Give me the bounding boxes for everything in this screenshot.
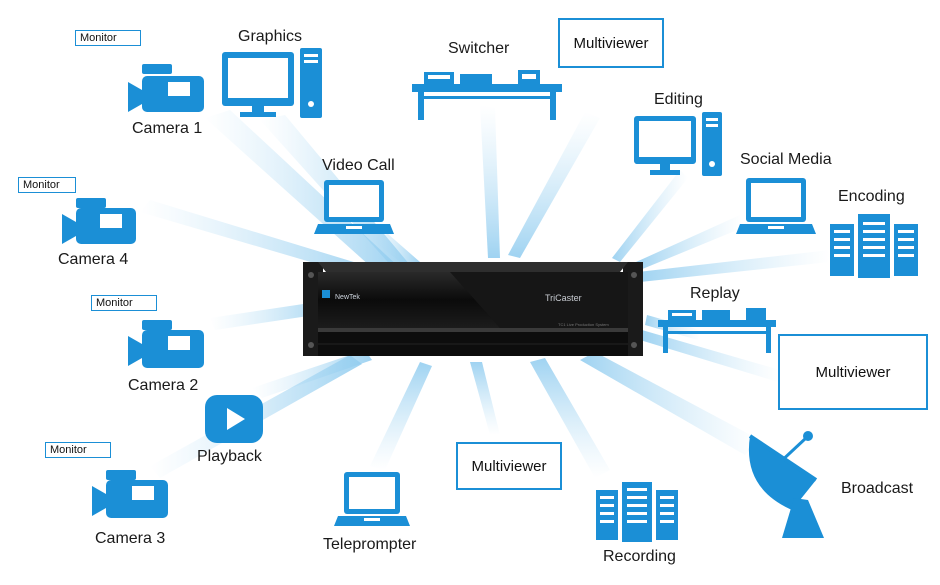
broadcast-label: Broadcast bbox=[841, 480, 914, 497]
replay-label: Replay bbox=[690, 285, 740, 302]
social-media-label: Social Media bbox=[740, 151, 832, 168]
multiviewer-bottom-box: Multiviewer bbox=[456, 442, 562, 490]
editing-computer-icon bbox=[634, 112, 722, 176]
video-call-laptop-icon bbox=[314, 180, 394, 234]
editing-label: Editing bbox=[654, 91, 703, 108]
graphics-label: Graphics bbox=[238, 28, 303, 45]
camera-3-monitor-box: Monitor bbox=[45, 442, 111, 458]
beam-encoding bbox=[638, 250, 830, 282]
camera-4-label: Camera 4 bbox=[58, 251, 129, 268]
device-subtitle-label: TC1 Live Production System bbox=[558, 322, 609, 327]
graphics-computer-icon bbox=[222, 48, 322, 118]
playback-play-button-icon bbox=[205, 395, 263, 443]
beam-multiviewer-top bbox=[508, 112, 600, 258]
beam-video-call bbox=[370, 234, 420, 266]
playback-label: Playback bbox=[197, 448, 262, 465]
broadcast-satellite-dish-icon bbox=[748, 431, 824, 538]
camera-4-icon bbox=[62, 198, 136, 244]
tricaster-device bbox=[303, 262, 643, 356]
beam-multiviewer-bottom bbox=[470, 362, 500, 435]
teleprompter-label: Teleprompter bbox=[323, 536, 417, 553]
camera-2-icon bbox=[128, 320, 204, 368]
replay-desk-icon bbox=[658, 308, 776, 353]
switcher-label: Switcher bbox=[448, 40, 510, 57]
beam-switcher bbox=[480, 105, 500, 258]
recording-label: Recording bbox=[603, 548, 676, 565]
beam-multiviewer-right bbox=[640, 330, 780, 382]
teleprompter-laptop-icon bbox=[334, 472, 410, 526]
multiviewer-right-box: Multiviewer bbox=[778, 334, 928, 410]
beam-recording bbox=[530, 358, 610, 478]
camera-2-label: Camera 2 bbox=[128, 377, 199, 394]
beam-playback bbox=[252, 350, 372, 398]
device-name-label: TriCaster bbox=[545, 293, 582, 303]
beam-camera-4 bbox=[140, 200, 380, 280]
device-brand-label: NewTek bbox=[335, 294, 360, 301]
camera-1-icon bbox=[128, 64, 204, 112]
beam-teleprompter bbox=[370, 362, 432, 470]
camera-3-label: Camera 3 bbox=[95, 530, 166, 547]
multiviewer-top-box: Multiviewer bbox=[558, 18, 664, 68]
beam-broadcast bbox=[580, 352, 760, 455]
camera-1-monitor-box: Monitor bbox=[75, 30, 141, 46]
switcher-desk-icon bbox=[412, 70, 562, 120]
recording-server-icon bbox=[596, 482, 678, 542]
camera-1-label: Camera 1 bbox=[132, 120, 203, 137]
camera-3-icon bbox=[92, 470, 168, 518]
camera-4-monitor-box: Monitor bbox=[18, 177, 76, 193]
camera-2-monitor-box: Monitor bbox=[91, 295, 157, 311]
encoding-server-icon bbox=[830, 214, 918, 278]
beam-social-media bbox=[636, 215, 742, 270]
encoding-label: Encoding bbox=[838, 188, 905, 205]
beam-editing bbox=[612, 170, 688, 262]
social-media-laptop-icon bbox=[736, 178, 816, 234]
video-call-label: Video Call bbox=[322, 157, 395, 174]
